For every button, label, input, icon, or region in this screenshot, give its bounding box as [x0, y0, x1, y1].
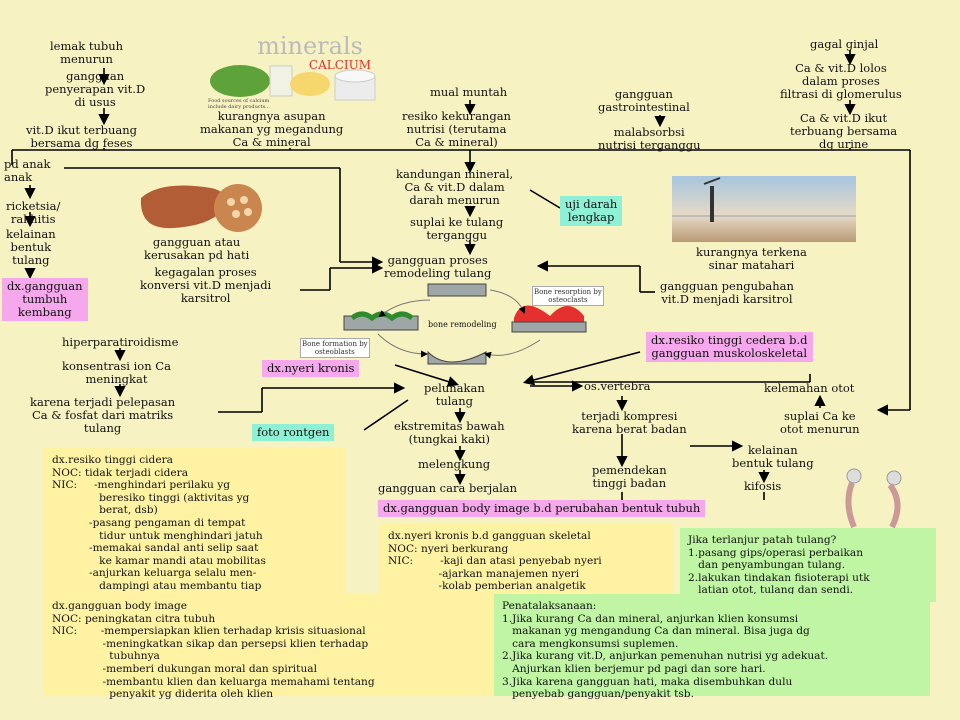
calcium-food-image: minerals CALCIUM Food sources of calcium…: [200, 36, 390, 116]
node-pelunakan: pelunakan tulang: [424, 381, 485, 408]
box-dx-nyeri: dx.nyeri kronis b.d gangguan skeletal NO…: [380, 524, 674, 594]
node-kifosis: kifosis: [744, 479, 782, 493]
node-asupan: kurangnya asupan makanan yg megandung Ca…: [200, 109, 344, 149]
node-kelainan-bentuk: kelainan bentuk tulang: [732, 443, 814, 470]
node-gagal-ginjal: gagal ginjal: [810, 37, 879, 51]
tag-dx-tumbuh-kembang: dx.gangguan tumbuh kembang: [2, 278, 88, 321]
node-resiko-nutrisi: resiko kekurangan nutrisi (terutama Ca &…: [402, 109, 511, 149]
tag-dx-body-image: dx.gangguan body image b.d perubahan ben…: [378, 500, 706, 517]
bone-formation-label: Bone formation by osteoblasts: [300, 338, 370, 358]
node-remodeling: gangguan proses remodeling tulang: [384, 253, 492, 280]
node-ricketsia: ricketsia/ rakhitis: [6, 199, 61, 226]
box-penatalaksanaan: Penatalaksanaan: 1.Jika kurang Ca dan mi…: [494, 594, 930, 700]
box-patah-tulang: Jika terlanjur patah tulang? 1.pasang gi…: [680, 528, 936, 602]
svg-text:CALCIUM: CALCIUM: [309, 58, 371, 72]
node-mual: mual muntah: [430, 85, 508, 99]
kyphosis-skeleton-image: [832, 466, 922, 530]
beach-sun-image: [672, 176, 856, 242]
node-vertebra: os.vertebra: [584, 379, 651, 393]
node-hiperparatiroid: hiperparatiroidisme: [62, 335, 179, 349]
tag-dx-nyeri-kronis: dx.nyeri kronis: [262, 360, 360, 377]
tag-dx-resiko-cedera: dx.resiko tinggi cedera b.d gangguan mus…: [646, 332, 813, 362]
box-dx-cedera: dx.resiko tinggi cidera NOC: tidak terja…: [44, 448, 346, 605]
node-kegagalan: kegagalan proses konversi vit.D menjadi …: [140, 265, 272, 305]
box-dx-body-image: dx.gangguan body image NOC: peningkatan …: [44, 594, 496, 700]
tag-uji-darah: uji darah lengkap: [560, 196, 623, 226]
node-gangguan-penyerapan: gangguan penyerapan vit.D di usus: [45, 69, 146, 109]
liver-image: [136, 178, 266, 234]
bone-resorption-label: Bone resorption by osteoclasts: [532, 286, 604, 306]
node-pemendekan: pemendekan tinggi badan: [592, 463, 667, 490]
node-ekstremitas: ekstremitas bawah (tungkai kaki): [394, 419, 505, 446]
bone-remodeling-label: bone remodeling: [428, 320, 497, 329]
node-konsentrasi: konsentrasi ion Ca meningkat: [62, 359, 171, 386]
svg-text:minerals: minerals: [257, 36, 363, 60]
node-suplai-tulang: suplai ke tulang terganggu: [410, 215, 504, 242]
node-suplai-otot: suplai Ca ke otot menurun: [780, 409, 860, 436]
node-pengubahan: gangguan pengubahan vit.D menjadi karsit…: [660, 279, 794, 306]
node-lolos-filtrasi: Ca & vit.D lolos dalam proses filtrasi d…: [780, 61, 902, 101]
node-matahari: kurangnya terkena sinar matahari: [696, 245, 807, 272]
node-melengkung: melengkung: [418, 457, 491, 471]
node-kandungan: kandungan mineral, Ca & vit.D dalam dara…: [396, 167, 514, 207]
node-kompresi: terjadi kompresi karena berat badan: [572, 409, 687, 436]
node-pelepasan: karena terjadi pelepasan Ca & fosfat dar…: [30, 395, 176, 435]
node-pd-anak: pd anak anak: [4, 157, 51, 184]
node-vitd-feses: vit.D ikut terbuang bersama dg feses: [26, 123, 137, 150]
node-kelainan-tulang: kelainan bentuk tulang: [6, 227, 56, 267]
node-cara-berjalan: gangguan cara berjalan: [378, 481, 518, 495]
node-hati: gangguan atau kerusakan pd hati: [144, 235, 250, 262]
node-gastro: gangguan gastrointestinal: [598, 87, 690, 114]
tag-foto-rontgen: foto rontgen: [252, 424, 335, 441]
node-urine: Ca & vit.D ikut terbuang bersama dg urin…: [790, 111, 898, 151]
node-malabsorbsi: malabsorbsi nutrisi terganggu: [598, 125, 701, 152]
node-kelemahan: kelemahan otot: [764, 381, 855, 395]
node-lemak: lemak tubuh menurun: [50, 39, 124, 66]
bone-remodel-figure: [343, 283, 587, 365]
